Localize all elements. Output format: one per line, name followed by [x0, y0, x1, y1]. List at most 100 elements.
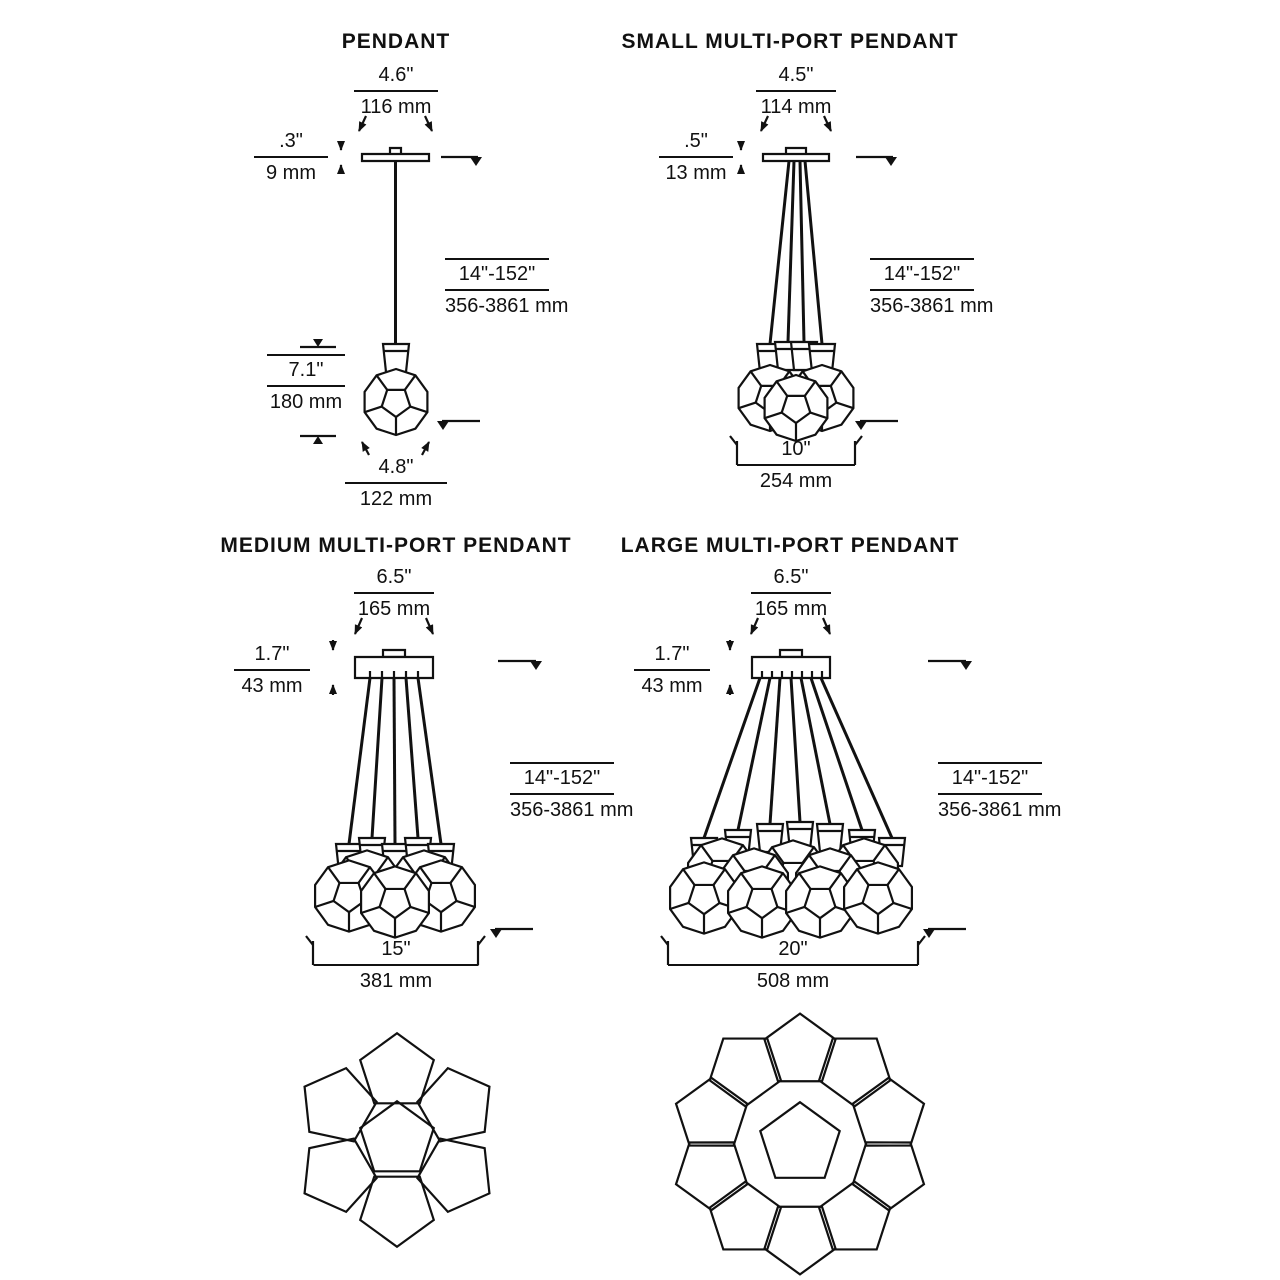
large-top-width-dim: 6.5" 165 mm	[751, 566, 831, 621]
pendant-shade-height-marks	[300, 339, 336, 444]
medium-top-leader	[498, 661, 542, 670]
dim-inch-value: .5"	[659, 130, 733, 158]
large-canopy-height-dim: 1.7" 43 mm	[634, 643, 710, 698]
medium-canopy-glands	[370, 671, 418, 678]
medium-multiport-drawing	[306, 618, 542, 965]
dim-inch-value: 4.5"	[756, 64, 836, 92]
large-bottom-leader	[923, 929, 966, 938]
dim-mm-value: 13 mm	[665, 162, 727, 184]
pentagon-shade-top	[409, 1053, 509, 1155]
medium-drop-length-dim: 14"-152" 356-3861 mm	[510, 762, 634, 822]
small-width-extent-arrows	[761, 116, 831, 132]
pendant-shade-height-dim: 7.1" 180 mm	[267, 354, 345, 414]
medium-canopy-height-dim: 1.7" 43 mm	[234, 643, 310, 698]
large-drop-length-dim: 14"-152" 356-3861 mm	[938, 762, 1062, 822]
dim-mm-value: 356-3861 mm	[445, 295, 569, 317]
pentagon-shade-top	[285, 1125, 385, 1227]
dim-inch-value: 10"	[737, 438, 855, 466]
pendant-canopy-height-dim: .3" 9 mm	[254, 130, 328, 185]
pentagon-shade-top	[763, 1205, 837, 1276]
dim-mm-value: 9 mm	[266, 162, 316, 184]
pendant-bottom-leader	[437, 421, 480, 430]
large-bottom-bracket	[661, 936, 925, 965]
dim-inch-value: 14"-152"	[445, 258, 549, 291]
dim-mm-value: 43 mm	[641, 675, 703, 697]
large-cables	[702, 677, 894, 839]
dim-mm-value: 43 mm	[241, 675, 303, 697]
dim-inch-value: 6.5"	[354, 566, 434, 594]
pentagon-shade-top	[763, 1012, 837, 1083]
small-canopy-height-dim: .5" 13 mm	[659, 130, 733, 185]
pendant-top-width-dim: 4.6" 116 mm	[354, 64, 438, 119]
small-bottom-width-dim: 10" 254 mm	[737, 438, 855, 493]
pendant-canopy	[362, 154, 429, 161]
pentagon-shade-top	[359, 1032, 435, 1105]
dim-mm-value: 180 mm	[269, 391, 343, 413]
medium-cables	[347, 677, 443, 845]
pentagon-shade-top	[759, 1101, 841, 1179]
large-shade	[842, 861, 914, 935]
dim-mm-value: 165 mm	[754, 598, 828, 620]
pentagon-shade-top	[664, 1128, 753, 1219]
dim-inch-value: 4.6"	[354, 64, 438, 92]
small-drop-length-dim: 14"-152" 356-3861 mm	[870, 258, 994, 318]
dim-inch-value: 15"	[313, 938, 479, 966]
medium-shade	[359, 865, 431, 939]
pendant-drop-length-dim: 14"-152" 356-3861 mm	[445, 258, 569, 318]
pendant-shade-width-dim: 4.8" 122 mm	[345, 456, 447, 511]
small-bottom-leader	[855, 421, 898, 430]
medium-bottom-width-dim: 15" 381 mm	[313, 938, 479, 993]
small-title: SMALL MULTI-PORT PENDANT	[621, 30, 959, 53]
dim-inch-value: 14"-152"	[938, 762, 1042, 795]
dim-inch-value: .3"	[254, 130, 328, 158]
pentagon-shade-top	[359, 1175, 435, 1248]
dim-mm-value: 381 mm	[359, 970, 433, 992]
large-title: LARGE MULTI-PORT PENDANT	[620, 534, 960, 557]
small-cables	[768, 160, 824, 345]
pentagon-shade-top	[664, 1069, 753, 1160]
dim-inch-value: 14"-152"	[870, 258, 974, 291]
large-multiport-drawing	[661, 618, 972, 965]
small-bottom-bracket	[730, 436, 862, 465]
medium-bottom-bracket	[306, 936, 485, 965]
dim-mm-value: 356-3861 mm	[938, 799, 1062, 821]
dim-inch-value: 6.5"	[751, 566, 831, 594]
medium-top-width-dim: 6.5" 165 mm	[354, 566, 434, 621]
dim-mm-value: 356-3861 mm	[870, 295, 994, 317]
dim-mm-value: 165 mm	[357, 598, 431, 620]
small-canopy	[763, 154, 829, 161]
dim-inch-value: 20"	[668, 938, 918, 966]
dim-mm-value: 114 mm	[760, 96, 832, 118]
large-topview	[664, 1012, 936, 1276]
pendant-drawing	[300, 116, 482, 455]
medium-bottom-leader	[490, 929, 533, 938]
pendant-title: PENDANT	[341, 30, 451, 53]
pendant-socket	[381, 342, 411, 374]
pentagon-shade-top	[409, 1125, 509, 1227]
large-top-leader	[928, 661, 972, 670]
small-multiport-drawing	[730, 116, 898, 465]
pendant-width-extent-arrows	[359, 116, 432, 132]
dim-mm-value: 356-3861 mm	[510, 799, 634, 821]
pentagon-shade-top	[847, 1069, 936, 1160]
small-top-leader	[856, 157, 897, 166]
dim-mm-value: 116 mm	[360, 96, 432, 118]
large-width-extent-arrows	[751, 618, 830, 635]
pendant-top-leader	[441, 157, 482, 166]
dim-mm-value: 508 mm	[756, 970, 830, 992]
large-canopy-glands	[762, 671, 822, 678]
dim-inch-value: 4.8"	[345, 456, 447, 484]
pendant-shade	[363, 367, 429, 437]
pentagon-shade-top	[285, 1053, 385, 1155]
medium-width-extent-arrows	[355, 618, 433, 635]
pendant-shade-width-arrows	[362, 441, 429, 455]
medium-topview	[285, 1032, 509, 1248]
large-bottom-width-dim: 20" 508 mm	[668, 938, 918, 993]
medium-title: MEDIUM MULTI-PORT PENDANT	[220, 534, 572, 557]
small-top-width-dim: 4.5" 114 mm	[756, 64, 836, 119]
pentagon-shade-top	[847, 1128, 936, 1219]
dim-mm-value: 254 mm	[759, 470, 833, 492]
dim-inch-value: 1.7"	[234, 643, 310, 671]
